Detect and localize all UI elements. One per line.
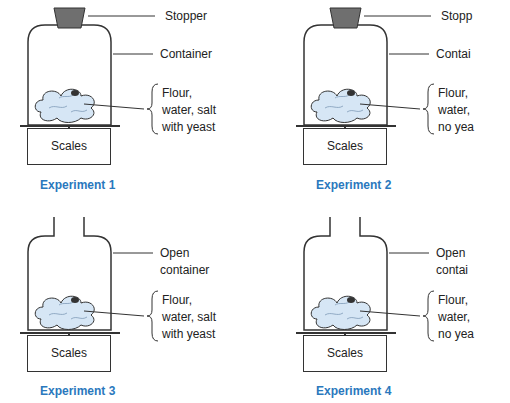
leader-label: Stopp <box>441 8 472 25</box>
leader-label: Contai <box>436 46 471 63</box>
box-label: Scales <box>327 345 363 362</box>
ingredient-label: Flour, water, no yea <box>438 85 483 136</box>
experiment-2-apparatus <box>296 8 434 134</box>
scales-box: Scales <box>27 335 111 372</box>
scales-box: Scales <box>303 335 387 372</box>
leader-label: Open contai <box>436 245 481 279</box>
box-label: Scales <box>51 345 87 362</box>
scales-box: Scales <box>303 128 387 165</box>
experiment-caption: Experiment 3 <box>40 383 115 400</box>
ingredient-label: Flour, water, no yea <box>438 292 483 343</box>
box-label: Scales <box>51 138 87 155</box>
scales-box: Scales <box>27 128 111 165</box>
experiment-3-apparatus <box>20 217 158 341</box>
experiment-4-apparatus <box>296 217 434 341</box>
experiment-caption: Experiment 4 <box>316 383 391 400</box>
experiment-caption: Experiment 1 <box>40 177 115 194</box>
box-label: Scales <box>327 138 363 155</box>
ingredient-label: Flour, water, salt with yeast <box>162 292 224 343</box>
leader-label: Container <box>160 46 212 63</box>
leader-label: Open container <box>160 245 216 279</box>
experiment-caption: Experiment 2 <box>316 177 391 194</box>
experiment-1-apparatus <box>20 8 158 134</box>
leader-label: Stopper <box>165 8 207 25</box>
ingredient-label: Flour, water, salt with yeast <box>162 85 224 136</box>
